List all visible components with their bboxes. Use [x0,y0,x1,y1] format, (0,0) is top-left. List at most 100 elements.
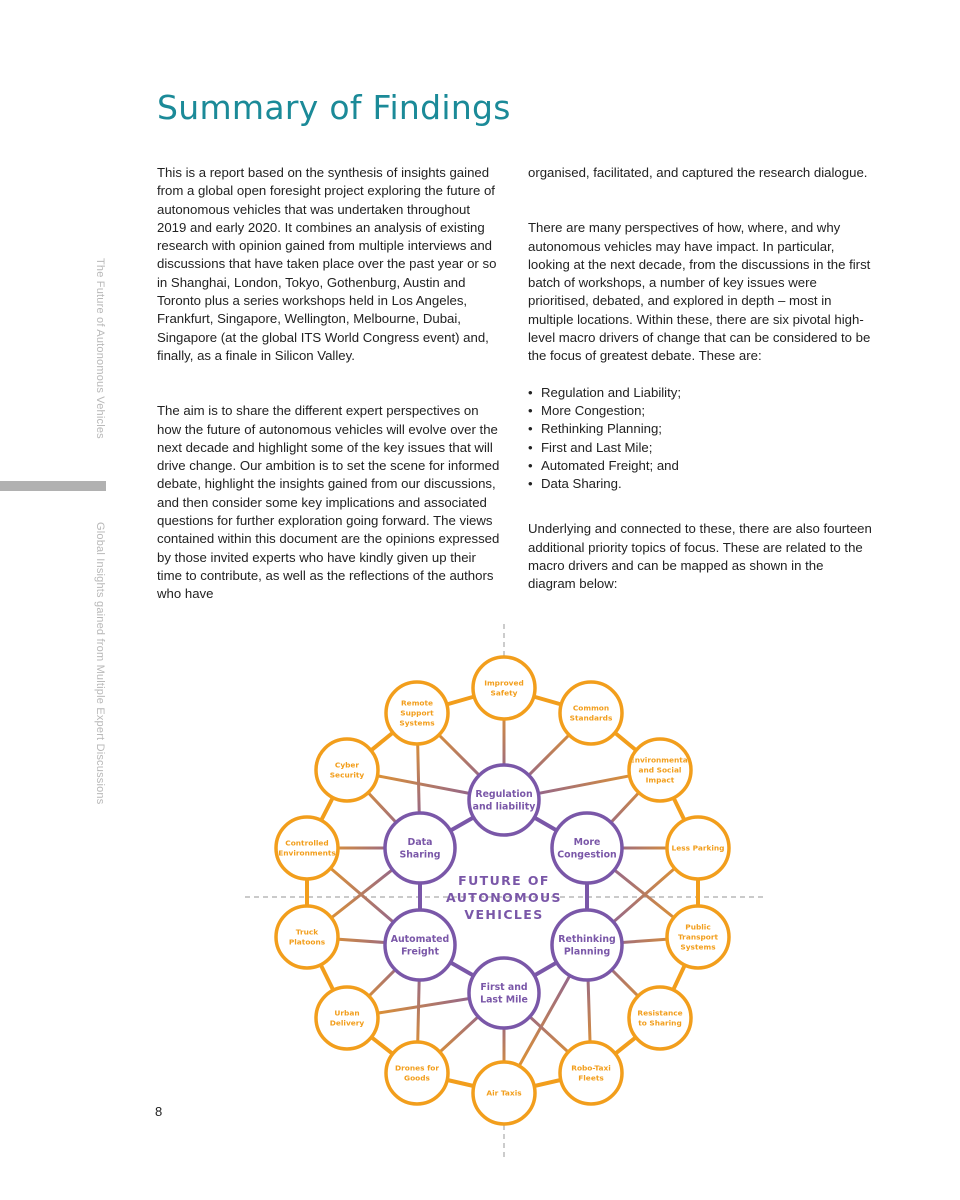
topic-label: Urban [334,1009,359,1018]
topic-ring-link [345,711,419,772]
intro-paragraph: This is a report based on the synthesis … [157,165,497,363]
topic-circle [314,737,380,803]
topic-label: Environments [278,849,336,858]
topic-label: Common [573,704,609,713]
page-title: Summary of Findings [157,88,511,127]
topic-label: Platoons [289,938,326,947]
topic-label: Security [330,771,365,780]
driver-topic-link [586,935,699,947]
topic-label: Safety [491,689,518,698]
driver-topic-link [585,944,593,1074]
topic-circle [471,1060,537,1126]
topic-ring-link [345,1016,419,1075]
topic-label: Goods [404,1074,431,1083]
driver-ring-link [502,943,589,995]
topic-circle [558,1040,624,1106]
topic-ring-link [503,1071,592,1095]
driver-label: Data [408,837,433,848]
topic-label: Less Parking [672,844,725,853]
topic-circle [665,815,731,881]
center-label: VEHICLES [464,907,543,922]
driver-circle [467,956,541,1030]
driver-label: Freight [401,947,439,958]
topic-circle [627,737,693,803]
topic-label: to Sharing [638,1019,682,1028]
topic-circle [274,904,340,970]
driver-topic-link [502,711,593,802]
driver-topic-link [415,991,506,1075]
list-item: Regulation and Liability; [528,384,873,403]
driver-topic-link [502,991,593,1075]
driver-topic-link [503,768,661,802]
topic-label: Public [685,923,710,932]
topic-ring-link [589,711,662,772]
topic-ring-link [416,686,505,715]
driver-topic-link [585,943,662,1020]
driver-label: Congestion [557,850,616,861]
driver-topic-link [346,991,505,1020]
driver-topic-link [415,944,422,1074]
topic-circle [384,680,450,746]
topic-label: Systems [680,943,716,952]
topic-node-parking: Less Parking [665,815,731,881]
driver-label: and liability [473,802,536,813]
driver-topic-link [345,768,422,850]
driver-topic-link [345,943,422,1020]
topic-label: Standards [570,714,613,723]
driver-topic-link [306,935,421,947]
topic-label: Improved [484,679,524,688]
topic-ring-link [305,936,349,1019]
driver-circle [550,908,624,982]
topic-circle [274,815,340,881]
topic-circle [314,985,380,1051]
topic-label: Systems [399,719,435,728]
topic-circle [471,655,537,721]
topic-label: Air Taxis [486,1089,522,1098]
list-item: Data Sharing. [528,475,873,494]
side-marker-bar [0,481,106,491]
topic-circle [627,985,693,1051]
topic-label: Controlled [285,839,328,848]
driver-label: Planning [564,947,610,958]
driver-circle [550,811,624,885]
topic-label: Transport [678,933,719,942]
driver-topic-link [306,846,421,939]
list-item: Automated Freight; and [528,457,873,476]
center-label: FUTURE OF [458,873,550,888]
topic-label: Cyber [335,761,360,770]
driver-topic-link [306,846,421,947]
topic-label: Impact [646,776,675,785]
topic-ring-link [658,936,700,1019]
driver-topic-link [585,768,662,850]
driver-topic-link [586,846,699,947]
perspectives-paragraph: There are many perspectives of how, wher… [528,220,871,364]
driver-label: More [574,837,601,848]
page-number: 8 [155,1104,163,1119]
driver-topic-link [415,711,506,802]
driver-circle [383,908,457,982]
topic-ring-link [305,769,349,849]
side-label-subtitle: Global Insights gained from Multiple Exp… [94,522,106,805]
topic-label: and Social [639,766,682,775]
driver-label: Sharing [400,850,441,861]
driver-topic-link [586,846,699,939]
list-item: More Congestion; [528,402,873,421]
topic-node-airtaxi: Air Taxis [471,1060,537,1126]
driver-label: Rethinking [558,934,615,945]
topic-ring-link [416,1071,505,1095]
driver-topic-link [346,768,505,802]
